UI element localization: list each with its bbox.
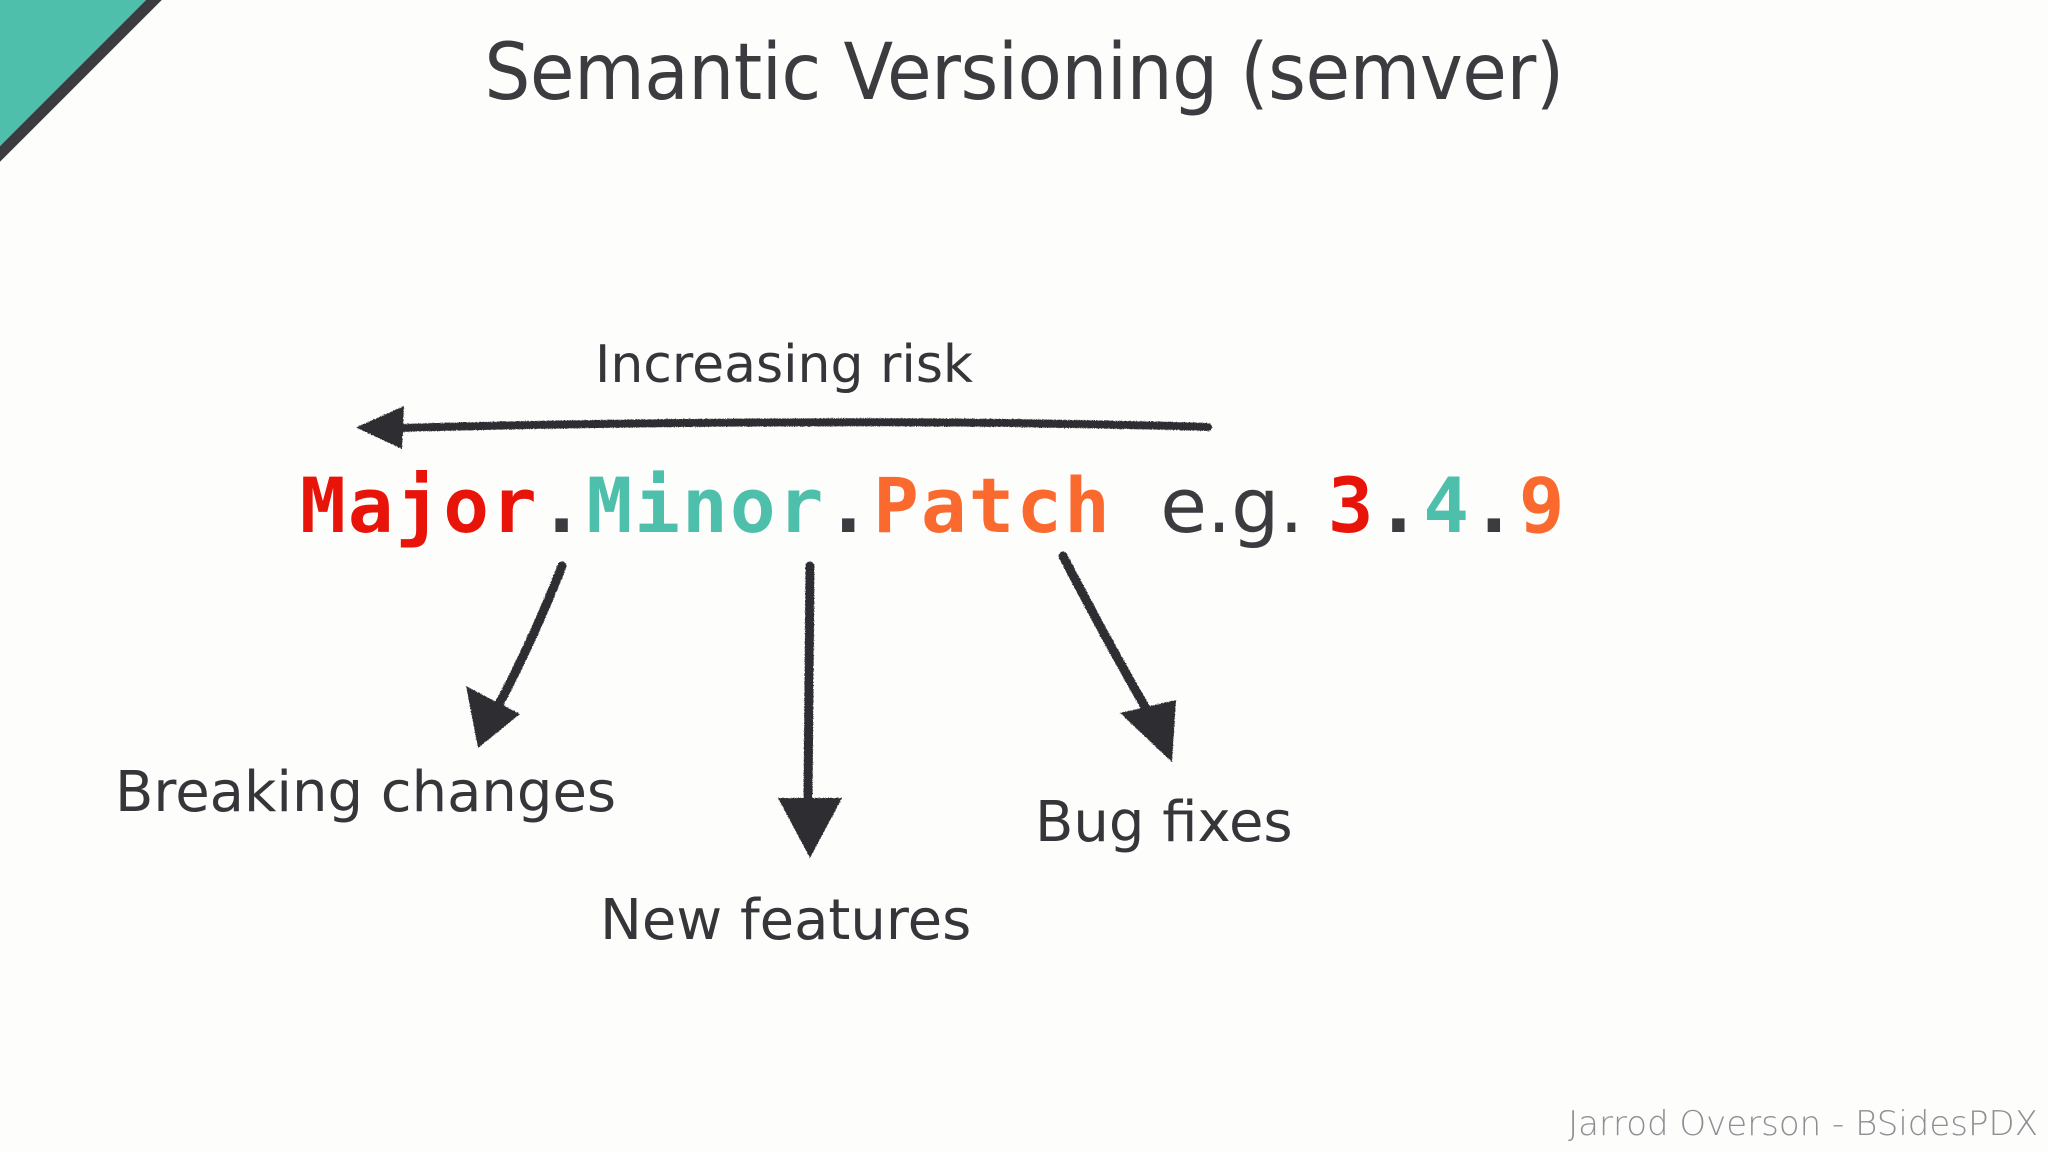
arrow-to-bug-fixes xyxy=(1058,551,1176,762)
semver-major-label: Major xyxy=(300,461,539,550)
example-minor-value: 4 xyxy=(1423,461,1471,550)
eg-space xyxy=(1304,461,1328,550)
annotation-bug-fixes: Bug fixes xyxy=(1035,790,1293,855)
example-dot-1: . xyxy=(1375,461,1424,550)
semver-eg-label xyxy=(1112,461,1160,550)
annotation-breaking-changes: Breaking changes xyxy=(115,760,617,825)
increasing-risk-arrow xyxy=(356,406,1212,449)
example-dot-2: . xyxy=(1471,461,1519,550)
annotation-new-features: New features xyxy=(600,888,972,953)
semver-patch-label: Patch xyxy=(873,461,1112,550)
arrow-to-new-features xyxy=(778,561,842,858)
increasing-risk-label: Increasing risk xyxy=(595,335,974,395)
example-major-value: 3 xyxy=(1327,461,1376,550)
semver-dot-1: . xyxy=(538,461,587,550)
semver-dot-2: . xyxy=(825,461,874,550)
eg-prefix: e.g. xyxy=(1160,461,1304,550)
semver-minor-label: Minor xyxy=(586,461,826,550)
footer-credit: Jarrod Overson - BSidesPDX xyxy=(1568,1104,2038,1144)
semver-expression: Major.Minor.Patch e.g. 3.4.9 xyxy=(300,468,1567,545)
page-title: Semantic Versioning (semver) xyxy=(484,28,1564,118)
arrow-to-breaking-changes xyxy=(466,561,567,748)
example-patch-value: 9 xyxy=(1518,461,1567,550)
